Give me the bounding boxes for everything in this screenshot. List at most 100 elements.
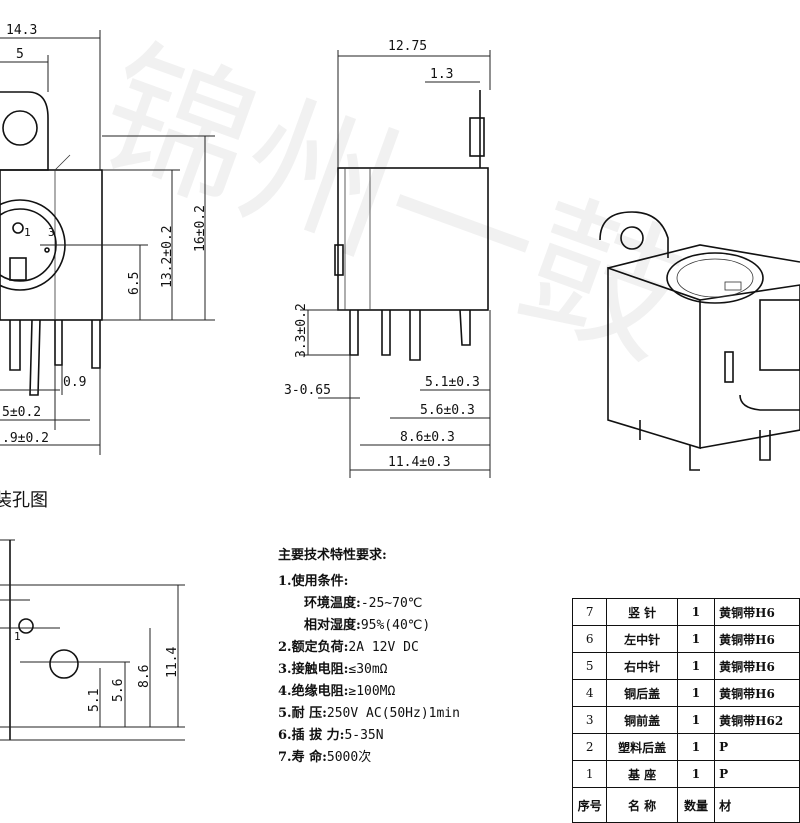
side-view: 12.75 1.3 3.3±0.2 3-0.65 5.1±0.3 5.6±0.3… — [284, 39, 491, 478]
bom-cell-no: 6 — [571, 625, 608, 653]
spec-value: 5-35N — [344, 728, 384, 743]
bom-cell-mat: 黄铜带H6 — [714, 652, 800, 680]
bom-cell-name: 名 称 — [606, 787, 678, 823]
bom-cell-no: 4 — [571, 679, 608, 707]
bom-cell-name: 左中针 — [606, 625, 678, 653]
bom-cell-no: 5 — [571, 652, 608, 680]
perspective-view — [599, 211, 800, 471]
bom-cell-qty: 1 — [676, 760, 716, 788]
perspective-ear — [599, 211, 669, 258]
perspective-socket — [666, 252, 764, 304]
dim-9-tol: .9±0.2 — [2, 431, 49, 446]
bom-cell-mat: P — [714, 733, 800, 761]
spec-title: 主要技术特性要求: — [278, 548, 387, 563]
bom-cell-name: 铜前盖 — [606, 706, 678, 734]
mounting-ear — [0, 91, 49, 171]
spec-value: -25~70℃ — [360, 596, 423, 611]
dim-8-6: 8.6±0.3 — [400, 430, 455, 445]
drawing-sheet: 14.3 5 13.2±0.2 16±0.2 6.5 0.9 5±0.2 .9±… — [0, 20, 800, 823]
spec-key: 2.额定负荷: — [278, 640, 349, 655]
bom-cell-no: 7 — [571, 598, 608, 626]
perspective-left-face — [607, 266, 701, 450]
dim-5-1: 5.1±0.3 — [425, 375, 480, 390]
dim-3-3: 3.3±0.2 — [294, 303, 309, 358]
spec-item: 相对湿度:95%(40℃) — [278, 615, 578, 637]
spec-value: ≤30mΩ — [348, 662, 388, 677]
bom-cell-mat: 材 — [714, 787, 800, 823]
front-view: 14.3 5 13.2±0.2 16±0.2 6.5 0.9 5±0.2 .9±… — [0, 23, 215, 455]
bom-cell-qty: 1 — [676, 733, 716, 761]
dim-11-4: 11.4±0.3 — [388, 455, 451, 470]
dim-16: 16±0.2 — [193, 205, 208, 252]
mount-hole-view: 1 5.1 5.6 8.6 11.4 — [0, 539, 185, 741]
mount-hole — [2, 110, 38, 146]
dim-5-6: 5.6±0.3 — [420, 403, 475, 418]
bom-cell-name: 铜后盖 — [606, 679, 678, 707]
spec-value: 250V AC(50Hz)1min — [326, 706, 460, 721]
bom-cell-qty: 1 — [676, 652, 716, 680]
spec-item: 4.绝缘电阻:≥100MΩ — [278, 681, 578, 703]
key-slot — [9, 257, 27, 281]
top-tab — [469, 117, 485, 157]
spec-item: 环境温度:-25~70℃ — [278, 593, 578, 615]
dim-13-2: 13.2±0.2 — [160, 225, 175, 288]
dim-3-0-65: 3-0.65 — [284, 383, 331, 398]
spec-item: 1.使用条件: — [278, 571, 578, 593]
bom-cell-mat: 黄铜带H6 — [714, 598, 800, 626]
perspective-front-face — [699, 284, 800, 449]
bom-cell-mat: P — [714, 760, 800, 788]
bom-cell-no: 1 — [571, 760, 608, 788]
bom-cell-mat: 黄铜带H62 — [714, 706, 800, 734]
pin-label-3: 3 — [48, 226, 55, 239]
spec-key: 环境温度: — [304, 596, 361, 611]
spec-item: 7.寿 命:5000次 — [278, 747, 578, 769]
dim-5: 5 — [16, 47, 24, 62]
mount-pin-label: 1 — [14, 630, 21, 643]
mount-small-hole — [18, 618, 34, 634]
bom-header-row: 序号名 称数量材 — [571, 787, 800, 823]
spec-key: 7.寿 命: — [278, 750, 327, 765]
dim-12-75: 12.75 — [388, 39, 427, 54]
bom-cell-name: 右中针 — [606, 652, 678, 680]
spec-key: 6.插 拔 力: — [278, 728, 345, 743]
bom-cell-qty: 1 — [676, 598, 716, 626]
spec-value: 2A 12V DC — [348, 640, 419, 655]
spec-key: 5.耐 压: — [278, 706, 327, 721]
spec-key: 4.绝缘电阻: — [278, 684, 349, 699]
mount-dim-5-6: 5.6 — [111, 679, 126, 702]
pin-hole — [12, 222, 24, 234]
dim-0-9: 0.9 — [63, 375, 86, 390]
mount-dim-8-6: 8.6 — [137, 665, 152, 688]
spec-key: 相对湿度: — [304, 618, 361, 633]
bom-cell-name: 竖 针 — [606, 598, 678, 626]
spec-key: 3.接触电阻: — [278, 662, 349, 677]
bom-cell-no: 2 — [571, 733, 608, 761]
dim-14-3: 14.3 — [6, 23, 37, 38]
spec-value: ≥100MΩ — [348, 684, 396, 699]
spec-item: 3.接触电阻:≤30mΩ — [278, 659, 578, 681]
mount-dim-5-1: 5.1 — [87, 689, 102, 712]
bom-cell-no: 序号 — [571, 787, 608, 823]
spec-item: 5.耐 压:250V AC(50Hz)1min — [278, 703, 578, 725]
bom-cell-qty: 数量 — [676, 787, 716, 823]
technical-drawing: 14.3 5 13.2±0.2 16±0.2 6.5 0.9 5±0.2 .9±… — [0, 23, 800, 741]
bom-cell-mat: 黄铜带H6 — [714, 679, 800, 707]
dim-6-5: 6.5 — [127, 272, 142, 295]
bom-cell-mat: 黄铜带H6 — [714, 625, 800, 653]
pin-label-1: 1 — [24, 226, 31, 239]
bom-cell-qty: 1 — [676, 679, 716, 707]
spec-value: 5000次 — [326, 750, 372, 765]
spec-key: 1.使用条件: — [278, 574, 349, 589]
bom-cell-name: 塑料后盖 — [606, 733, 678, 761]
bom-cell-qty: 1 — [676, 625, 716, 653]
bom-cell-name: 基 座 — [606, 760, 678, 788]
